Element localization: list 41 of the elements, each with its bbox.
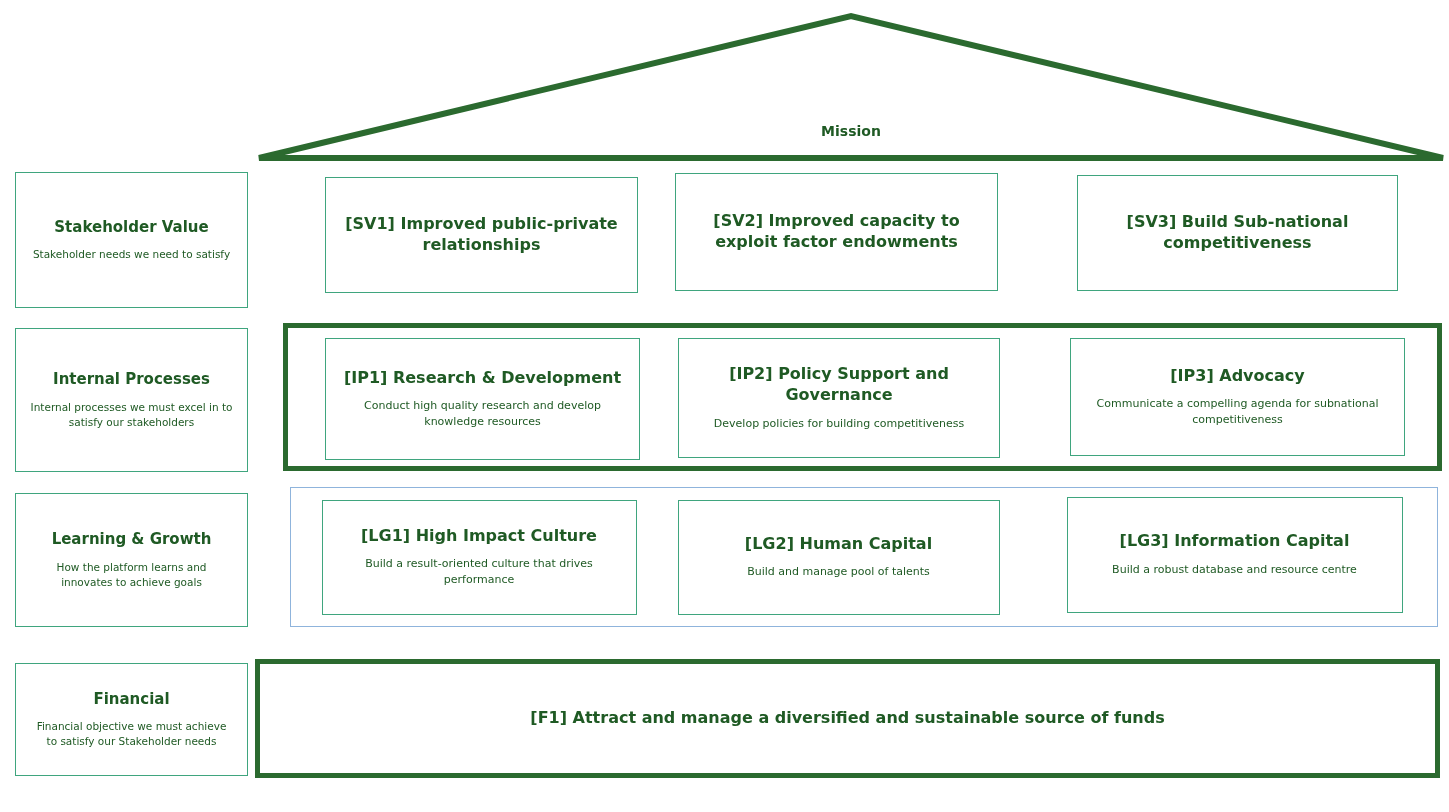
objective-box [255, 659, 1440, 778]
perspective-title: Internal Processes [53, 370, 210, 390]
perspective-description: Financial objective we must achieve to satisfy our Stakeholder needs [35, 719, 228, 750]
objective-description: Build a result-oriented culture that drives performance [364, 556, 594, 589]
objective-description: Build and manage pool of talents [747, 564, 930, 581]
objective-description: Conduct high quality research and develop knowledge resources [363, 398, 602, 431]
perspective-description: Stakeholder needs we need to satisfy [32, 247, 231, 263]
objective-box [678, 338, 1000, 458]
objective-title: [IP3] Advocacy [1170, 365, 1305, 387]
objective-box [1066, 496, 1403, 613]
perspective-box [15, 493, 248, 627]
perspective-description: Internal processes we must excel in to satisfy our stakeholders [30, 399, 233, 430]
group-frame [283, 323, 1442, 471]
objective-description: Develop policies for building competitiveness [713, 415, 965, 432]
perspective-title: Stakeholder Value [54, 217, 209, 238]
perspective-description: How the platform learns and innovates to achieve goals [55, 559, 208, 590]
perspective-box [15, 172, 248, 308]
objective-description: Communicate a compelling agenda for subnational competitiveness [1095, 396, 1380, 429]
objective-box [1077, 175, 1398, 291]
objective-title: [IP1] Research & Development [343, 367, 622, 389]
objective-title: [SV2] Improved capacity to exploit factor endowments [712, 211, 961, 253]
objective-box [677, 499, 1000, 615]
perspective-title: Financial [93, 689, 170, 710]
objective-description: Build a robust database and resource centre [1112, 561, 1357, 578]
perspective-box [15, 328, 248, 472]
objective-title: [LG2] Human Capital [744, 533, 933, 555]
objective-title: [F1] Attract and manage a diversified and sustainable source of funds [530, 708, 1165, 729]
objective-title: [LG3] Information Capital [1119, 531, 1350, 552]
objective-box [321, 499, 637, 615]
objective-box [325, 177, 638, 293]
objective-box [1070, 338, 1405, 456]
group-frame [290, 487, 1438, 627]
perspective-title: Learning & Growth [51, 530, 212, 550]
mission-label: Mission [821, 121, 881, 140]
objective-box [675, 173, 998, 291]
objective-title: [IP2] Policy Support and Governance [728, 364, 950, 406]
objective-title: [LG1] High Impact Culture [361, 525, 597, 547]
objective-title: [SV1] Improved public-private relationships [344, 214, 619, 256]
objective-title: [SV3] Build Sub-national competitiveness [1125, 212, 1350, 254]
objective-box [325, 338, 640, 460]
perspective-box [15, 663, 248, 776]
